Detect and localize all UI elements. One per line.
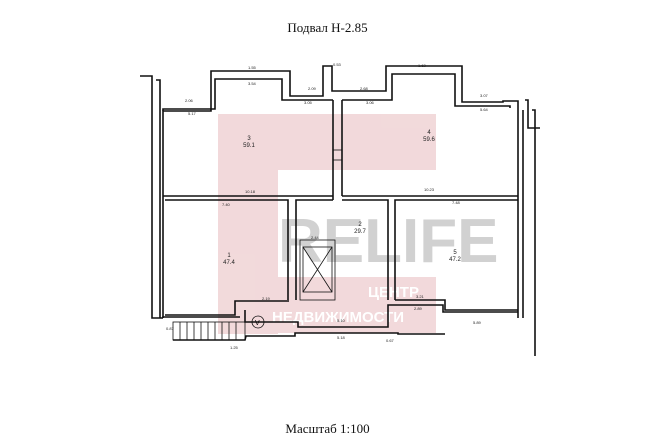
room-area: 47.2 [449, 257, 461, 263]
dimension-labels: 1.55 1.62 0.53 2.06 3.54 2.09 3.05 3.06 … [166, 62, 489, 350]
room-number: 2 [358, 222, 362, 228]
dim-label: 10.23 [424, 187, 435, 192]
dim-label: 5.17 [188, 111, 197, 116]
room-area: 59.6 [423, 137, 435, 143]
dim-label: 7.40 [222, 202, 231, 207]
dim-label: 0.67 [386, 338, 395, 343]
dim-label: 5.64 [480, 107, 489, 112]
dim-label: 5.18 [337, 335, 346, 340]
walls: V [140, 65, 540, 356]
dim-label: 3.07 [480, 93, 489, 98]
plan-title: Подвал Н-2.85 [287, 20, 368, 35]
dim-label: 2.19 [262, 296, 271, 301]
meter-icon [251, 315, 265, 329]
room-number: 4 [427, 130, 431, 136]
dim-label: 1.25 [230, 345, 239, 350]
dim-label: 3.54 [248, 81, 257, 86]
dim-label: 2.44 [311, 235, 320, 240]
room-area: 29.7 [354, 229, 366, 235]
dim-label: 5.10 [337, 318, 346, 323]
dim-label: 5.89 [473, 320, 482, 325]
room-area: 47.4 [223, 260, 235, 266]
room-number: 3 [247, 136, 251, 142]
dim-label: 1.55 [248, 65, 257, 70]
room-number: 5 [453, 250, 457, 256]
scale-label: Масштаб 1:100 [285, 421, 370, 436]
dim-label: 2.68 [360, 86, 369, 91]
meter-symbol: V [255, 320, 260, 327]
dim-label: 1.62 [418, 63, 427, 68]
dim-label: 3.05 [304, 100, 313, 105]
room-labels: 3 59.1 4 59.6 1 47.4 2 29.7 5 47.2 [223, 130, 461, 266]
watermark-line1: ЦЕНТР [368, 284, 419, 301]
dim-label: 10.18 [245, 189, 256, 194]
dim-label: 0.53 [333, 62, 342, 67]
stairs [172, 321, 246, 341]
room-number: 1 [227, 253, 231, 259]
dim-label: 3.06 [366, 100, 375, 105]
room-area: 59.1 [243, 143, 255, 149]
dim-label: 2.06 [185, 98, 194, 103]
watermark-line2: НЕДВИЖИМОСТИ [272, 309, 404, 326]
dim-label: 2.09 [308, 86, 317, 91]
dim-label: 2.89 [414, 306, 423, 311]
dim-label: 3.21 [416, 294, 425, 299]
dim-label: 0.87 [166, 326, 175, 331]
dim-label: 7.48 [452, 200, 461, 205]
